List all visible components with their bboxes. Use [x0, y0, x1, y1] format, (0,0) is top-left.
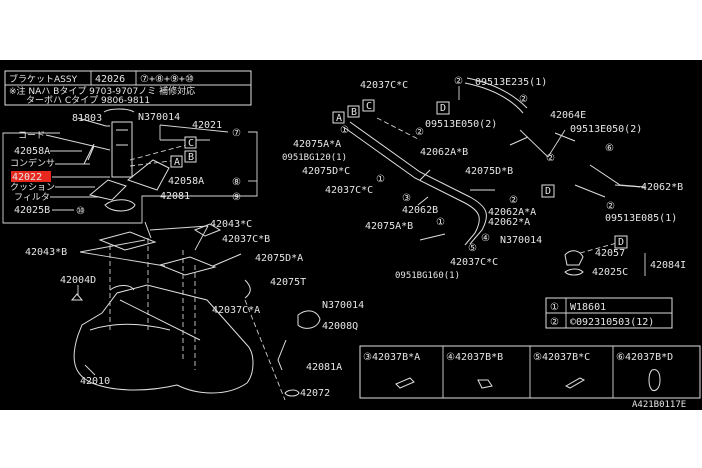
part-09513e085[interactable]: 09513E085(1): [605, 213, 677, 224]
part-42037cc-low[interactable]: 42037C*C: [450, 257, 498, 268]
ref-d-3: D: [618, 237, 624, 248]
part-09513e235[interactable]: 09513E235(1): [475, 77, 547, 88]
bracket-assy-part[interactable]: 42026: [95, 74, 125, 85]
legend-part-2[interactable]: ©092310503(12): [570, 317, 654, 328]
callout-2: ②: [454, 76, 463, 87]
part-42037cc-mid[interactable]: 42037C*C: [325, 185, 373, 196]
callout-2: ②: [546, 153, 555, 164]
part-42037cb[interactable]: 42037C*B: [222, 234, 270, 245]
part-42075ab[interactable]: 42075A*B: [365, 221, 413, 232]
part-n370014-tank[interactable]: N370014: [322, 300, 364, 311]
part-42043b[interactable]: 42043*B: [25, 247, 67, 258]
callout-3: ③: [402, 193, 411, 204]
callout-1: ①: [436, 217, 445, 228]
legend-num-2: ②: [550, 317, 559, 328]
part-42075da[interactable]: 42075D*A: [255, 253, 303, 264]
part-42008q[interactable]: 42008Q: [322, 321, 358, 332]
ref-c-pipe: C: [366, 101, 372, 112]
part-42062a[interactable]: 42062*A: [488, 217, 530, 228]
callout-6: ⑥: [605, 143, 614, 154]
part-81803[interactable]: 81803: [72, 113, 102, 124]
part-42064e[interactable]: 42064E: [550, 110, 586, 121]
ref-d-1: D: [440, 103, 446, 114]
bracket-assy-label: ブラケットASSY: [9, 73, 78, 85]
callout-9: ⑨: [232, 192, 241, 203]
ref-a-pipe: A: [336, 113, 342, 124]
fastener-legend: ① W18601 ② ©092310503(12): [545, 297, 673, 329]
part-42025c[interactable]: 42025C: [592, 267, 628, 278]
part-42004d[interactable]: 42004D: [60, 275, 96, 286]
drawing-id: A421B0117E: [632, 400, 686, 410]
fuel-tank-assembly: 42043*C 42043*B 42037C*B 42075D*A 42004D…: [25, 219, 364, 401]
part-42062aa[interactable]: 42062A*A: [488, 207, 536, 218]
part-09513e050-b[interactable]: 09513E050(2): [570, 124, 642, 135]
clip-3-drawing: [395, 377, 415, 389]
label-cushion: クッション: [10, 182, 55, 193]
clip-label-6[interactable]: ⑥42037B*D: [616, 352, 673, 363]
part-42084i[interactable]: 42084I: [650, 260, 686, 271]
callout-2: ②: [415, 127, 424, 138]
callout-2: ②: [509, 195, 518, 206]
part-42072[interactable]: 42072: [300, 388, 330, 399]
ref-d-2: D: [545, 186, 551, 197]
fuel-piping-assembly: 42037C*C 09513E235(1) 42064E 09513E050(2…: [282, 76, 686, 281]
bracket-assy-table: ブラケットASSY 42026 ⑦+⑧+⑨+⑩ ※注 NAハ Bタイプ 9703…: [4, 70, 252, 106]
part-42081a[interactable]: 42081A: [306, 362, 342, 373]
label-cord: コード: [18, 131, 45, 141]
bracket-assy-formula: ⑦+⑧+⑨+⑩: [140, 74, 194, 85]
part-42075dc[interactable]: 42075D*C: [302, 166, 350, 177]
ref-b-pipe: B: [351, 107, 357, 118]
callout-2: ②: [519, 94, 528, 105]
callout-1: ①: [376, 174, 385, 185]
clip-table: ③42037B*A ④42037B*B ⑤42037B*C ⑥42037B*D: [359, 345, 701, 399]
part-09513e050-a[interactable]: 09513E050(2): [425, 119, 497, 130]
part-42062ab[interactable]: 42062A*B: [420, 147, 468, 158]
callout-7: ⑦: [232, 128, 241, 139]
part-42021[interactable]: 42021: [192, 120, 222, 131]
legend-part-1[interactable]: W18601: [570, 302, 606, 313]
note-line-2: ターボハ Cタイプ 9806-9811: [26, 95, 150, 106]
label-condenser: コンデンサ: [10, 157, 55, 169]
note-line-1: ※注 NAハ Bタイプ 9703-9707ノミ 補修対応: [9, 85, 195, 97]
part-42081[interactable]: 42081: [160, 191, 190, 202]
part-42022-highlighted[interactable]: 42022: [12, 172, 42, 183]
part-0951bg160[interactable]: 0951BG160(1): [395, 271, 460, 281]
callout-8: ⑧: [232, 177, 241, 188]
part-n370014[interactable]: N370014: [138, 112, 180, 123]
part-42037ca[interactable]: 42037C*A: [212, 305, 260, 316]
clip-label-5[interactable]: ⑤42037B*C: [533, 352, 590, 363]
part-42075t[interactable]: 42075T: [270, 277, 306, 288]
fuel-pump-assembly: 81803 N370014 42021 コード 42058A コンデンサ 420…: [2, 108, 258, 224]
ref-a: A: [174, 157, 180, 168]
callout-1: ①: [340, 125, 349, 136]
ref-c: C: [188, 138, 194, 149]
part-42075aa[interactable]: 42075A*A: [293, 139, 341, 150]
ref-b: B: [188, 152, 194, 163]
part-n370014-pipe[interactable]: N370014: [500, 235, 542, 246]
callout-4: ④: [481, 233, 490, 244]
callout-5: ⑤: [468, 243, 477, 254]
part-42058a-right[interactable]: 42058A: [168, 176, 204, 187]
part-42043c[interactable]: 42043*C: [210, 219, 252, 230]
part-42058a[interactable]: 42058A: [14, 146, 50, 157]
callout-2: ②: [606, 201, 615, 212]
part-42062b[interactable]: 42062B: [402, 205, 438, 216]
clip-4-drawing: [477, 379, 493, 389]
clip-6-drawing: [648, 369, 661, 391]
callout-10: ⑩: [76, 206, 85, 217]
part-42075db[interactable]: 42075D*B: [465, 166, 513, 177]
clip-label-3[interactable]: ③42037B*A: [363, 352, 420, 363]
part-42010[interactable]: 42010: [80, 376, 110, 387]
label-filter: フィルタ: [14, 192, 50, 203]
part-42062-star-b[interactable]: 42062*B: [641, 182, 683, 193]
clip-label-4[interactable]: ④42037B*B: [446, 352, 503, 363]
legend-num-1: ①: [550, 302, 559, 313]
part-42057[interactable]: 42057: [595, 248, 625, 259]
part-42037cc-top[interactable]: 42037C*C: [360, 80, 408, 91]
highlight-marker: [11, 171, 51, 182]
part-42025b[interactable]: 42025B: [14, 205, 50, 216]
clip-5-drawing: [564, 377, 586, 389]
part-0951bg120[interactable]: 0951BG120(1): [282, 153, 347, 163]
